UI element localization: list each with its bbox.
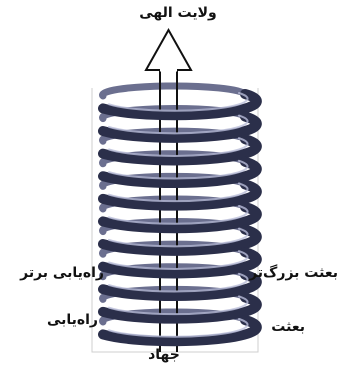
coil-front-strand bbox=[98, 134, 262, 166]
coil-front-strand bbox=[98, 179, 262, 211]
coil-highlight bbox=[108, 205, 249, 225]
coil-front-strand bbox=[98, 111, 262, 143]
coil-front-strand bbox=[98, 315, 262, 347]
coil-highlight bbox=[108, 137, 249, 157]
coil-front-strand bbox=[98, 202, 262, 234]
coil-front-strand bbox=[98, 156, 262, 189]
coil-highlight bbox=[108, 272, 249, 293]
coil-back-strand bbox=[99, 82, 249, 100]
label-mission: بعثت bbox=[271, 319, 305, 335]
spring-front-coils bbox=[98, 89, 262, 347]
upward-arrow bbox=[144, 27, 193, 352]
label-top-divine-guardianship: ولایت الهی bbox=[139, 5, 217, 21]
coil-highlight bbox=[108, 114, 249, 135]
coil-highlight bbox=[108, 159, 249, 180]
label-bottom-jihad: جهاد bbox=[148, 347, 180, 363]
coil-highlight bbox=[108, 227, 249, 248]
label-higher-guidance: راه‌یابی برتر bbox=[20, 265, 104, 281]
coil-front-strand bbox=[98, 224, 262, 256]
coil-front-strand bbox=[98, 247, 262, 279]
coil-highlight bbox=[108, 182, 249, 203]
label-greater-mission: بعثت بزرگ‌تر bbox=[249, 265, 338, 281]
coil-highlight bbox=[108, 295, 249, 316]
label-guidance: راه‌یابی bbox=[46, 312, 98, 328]
coil-highlight bbox=[108, 92, 249, 112]
coil-front-strand bbox=[98, 292, 262, 324]
coil-highlight bbox=[108, 250, 249, 270]
coil-front-strand bbox=[98, 89, 262, 121]
coil-highlight bbox=[108, 318, 249, 338]
coil-front-strand bbox=[98, 269, 262, 302]
